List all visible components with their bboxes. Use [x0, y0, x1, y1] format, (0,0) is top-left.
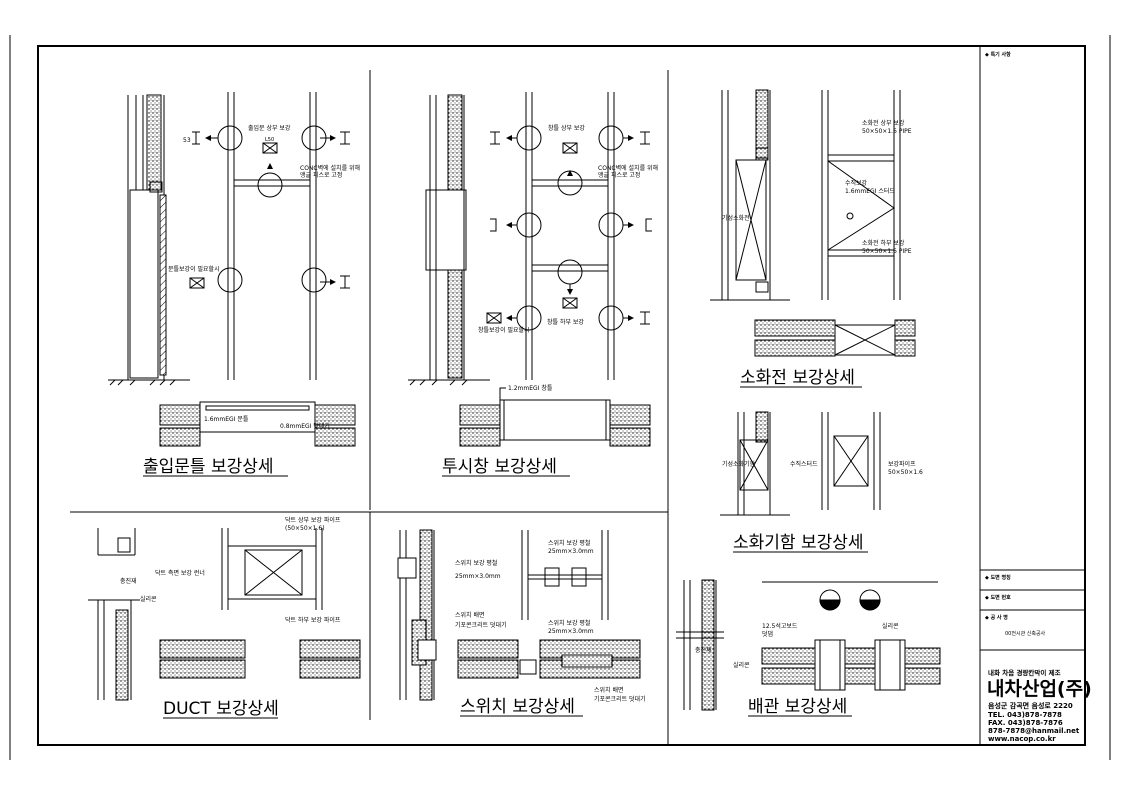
cabinet-stud-label: 수직스터드: [790, 460, 818, 468]
window-frame-detail: 창틀 상부 보강 CONC벽에 설치를 위해 앵글 피스로 고정 창틀 하부 보…: [408, 92, 658, 447]
window-top-note: 창틀 상부 보강: [548, 124, 585, 132]
switch-plate3-note: 스위치 보강 평철: [548, 619, 590, 627]
drawing-no-label: ◆ 도면 번호: [985, 594, 1011, 601]
pipe-board-note: 12.5석고보드: [762, 622, 798, 630]
project-name: 00전시관 신축공사: [1005, 630, 1046, 637]
door-conc-note2: 앵글 피스로 고정: [300, 171, 342, 179]
company-email: 878-7878@hanmail.net: [988, 727, 1080, 735]
window-conc-note2: 앵글 피스로 고정: [598, 171, 640, 179]
duct-mat-label: 충진재: [120, 577, 137, 585]
window-detail-title: 투시창 보강상세: [442, 457, 557, 477]
hydrant-stud-spec: 1.6mmEGI 스터드: [845, 187, 895, 195]
title-block: ◆ 특기 사항 ◆ 도면 명칭 ◆ 도면 번호 ◆ 공 사 명 00전시관 신축…: [980, 51, 1092, 743]
pipe-detail: 12.5석고보드 덧댐 실리콘 충진재 실리콘: [676, 579, 941, 711]
pipe-seal2-label: 실리콘: [733, 661, 750, 669]
company-address: 음성군 감곡면 음성로 2220: [988, 701, 1073, 710]
switch-plate3-spec: 25mm×3.0mm: [548, 628, 594, 635]
door-frame-detail: 출입문 상부 보강 L50 CONC벽에 설치를 위해 앵글 피스로 고정 문틀…: [108, 92, 360, 447]
duct-plan-section: [159, 639, 361, 679]
switch-back1b-note: 기포콘크리트 덧대기: [455, 621, 507, 629]
pipe-detail-title: 배관 보강상세: [748, 697, 847, 717]
hydrant-top-note: 소화전 상부 보강: [862, 119, 905, 127]
door-detail-title: 출입문틀 보강상세: [143, 457, 274, 477]
duct-detail: 닥트 상부 보강 파이프 (50×50×1.6) 닥트 측면 보강 런너 닥트 …: [88, 516, 361, 701]
hydrant-bottom-spec: 50×50×1.6 PIPE: [862, 248, 912, 255]
pipe-board-note2: 덧댐: [762, 631, 773, 638]
drawing-name-label: ◆ 도면 명칭: [985, 574, 1011, 581]
company-name: 내차산업(주): [987, 678, 1092, 700]
hydrant-bottom-note: 소화전 하부 보강: [862, 239, 905, 247]
company-web: www.nacop.co.kr: [988, 735, 1056, 743]
switch-plate1-spec: 25mm×3.0mm: [455, 573, 501, 580]
switch-back2b-note: 기포콘크리트 덧대기: [594, 695, 646, 703]
hydrant-detail-title: 소화전 보강상세: [740, 368, 855, 388]
hydrant-plan-section: [754, 319, 916, 357]
window-plan-section: [459, 387, 651, 447]
window-frame-spec: 1.2mmEGI 창틀: [508, 384, 553, 392]
window-conc-note: CONC벽에 설치를 위해: [598, 164, 658, 172]
hydrant-detail: 소화전 상부 보강 50×50×1.6 PIPE 수직보강 1.6mmEGI 스…: [710, 89, 916, 357]
window-ground-hatch: [408, 379, 490, 386]
duct-top-note: 닥트 상부 보강 파이프: [285, 516, 341, 524]
cabinet-detail-title: 소화기함 보강상세: [733, 533, 864, 553]
company-tel: TEL. 043)878-7878: [988, 711, 1062, 719]
switch-plan-section: [457, 639, 641, 679]
door-53-label: 53: [183, 137, 191, 144]
sheet-frame: [37, 45, 1086, 746]
panel-dividers: [70, 46, 981, 745]
switch-plate2-spec: 25mm×3.0mm: [548, 548, 594, 555]
door-plan-section: [159, 401, 356, 447]
duct-seal-label: 실리콘: [140, 595, 157, 603]
switch-plate1-note: 스위치 보강 평철: [455, 559, 497, 567]
door-req-note: 문틀보강이 필요할시: [168, 265, 220, 273]
notes-label: ◆ 특기 사항: [985, 51, 1011, 58]
cabinet-detail: 기성소화기함 수직스터드 보강파이프 50×50×1.6: [720, 411, 923, 516]
pipe-seal-note: 실리콘: [882, 622, 899, 630]
window-bottom-note: 창틀 하부 보강: [547, 318, 584, 326]
project-label: ◆ 공 사 명: [985, 614, 1008, 621]
pipe-mat-label: 충진재: [695, 646, 712, 654]
hydrant-top-spec: 50×50×1.6 PIPE: [862, 128, 912, 135]
cabinet-pipe-label: 보강파이프: [888, 460, 916, 468]
door-conc-note: CONC벽에 설치를 위해: [300, 164, 360, 172]
pipe-plan-section: [761, 639, 941, 691]
company-fax: FAX. 043)878-7876: [988, 719, 1063, 727]
company-tagline: 내화 차음 경량칸막이 제조: [988, 668, 1061, 677]
switch-back2-note: 스위치 배면: [594, 686, 624, 694]
hydrant-box-label: 기성소화전: [722, 214, 750, 222]
door-butt-spec: 0.8mmEGI 맞대기: [280, 422, 330, 430]
duct-bottom-note: 닥트 하부 보강 파이프: [285, 616, 341, 624]
door-size-label: L50: [265, 137, 274, 143]
duct-detail-title: DUCT 보강상세: [163, 699, 279, 719]
switch-back1-note: 스위치 배면: [455, 611, 485, 619]
door-frame-spec: 1.6mmEGI 문틀: [204, 416, 249, 423]
switch-detail-title: 스위치 보강상세: [460, 697, 575, 717]
door-ground-hatch: [108, 379, 190, 386]
duct-side-note: 닥트 측면 보강 런너: [155, 569, 205, 577]
switch-detail: 스위치 보강 평철 25mm×3.0mm 스위치 보강 평철 25mm×3.0m…: [397, 529, 646, 703]
hydrant-stud-note: 수직보강: [845, 179, 868, 187]
duct-top-spec: (50×50×1.6): [285, 525, 325, 532]
cabinet-box-label: 기성소화기함: [722, 460, 756, 468]
cabinet-pipe-spec: 50×50×1.6: [888, 469, 923, 476]
switch-plate2-note: 스위치 보강 평철: [548, 539, 590, 547]
door-top-note: 출입문 상부 보강: [248, 124, 291, 132]
window-req-note: 창틀보강이 필요할시: [478, 326, 530, 334]
